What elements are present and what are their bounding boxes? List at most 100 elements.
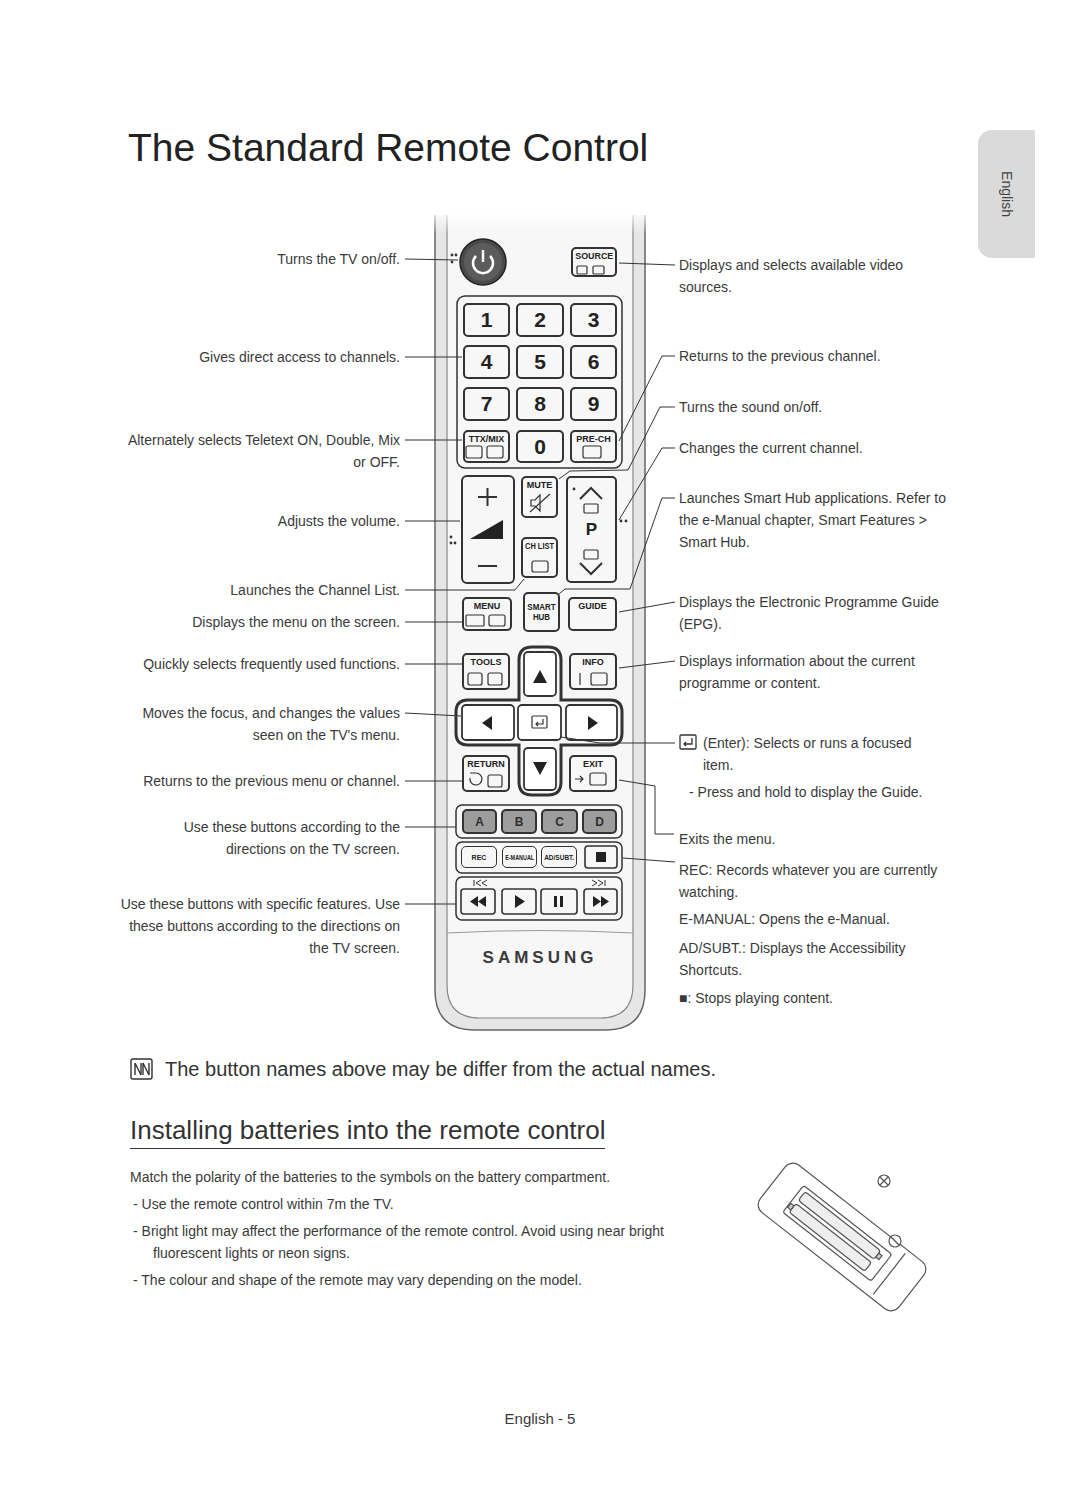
button-icons (530, 494, 550, 512)
button-label: INFO (582, 657, 604, 668)
battery-illustration (878, 1175, 890, 1187)
enter-icon (680, 735, 696, 749)
playback-buttons (470, 896, 478, 907)
playback-buttons (478, 896, 486, 907)
callout-text: - Press and hold to display the Guide. (689, 781, 922, 803)
button-label: 1 (481, 308, 493, 332)
pad-frames (456, 842, 622, 873)
volume-rocker (470, 520, 503, 539)
button-label: CH LIST (525, 541, 554, 552)
leader-line (405, 622, 462, 623)
button-label: D (595, 815, 604, 829)
language-tab: English (978, 130, 1035, 258)
remote-button: TOOLS (462, 653, 510, 690)
button-label: 7 (481, 392, 493, 416)
body-text: - Bright light may affect the performanc… (133, 1220, 723, 1264)
remote-button: RETURN (462, 755, 510, 792)
callout-text: Changes the current channel. (679, 437, 863, 459)
enter-icon (680, 735, 696, 749)
playback-buttons (593, 896, 601, 907)
leader-line (619, 661, 675, 668)
remote-button: 7 (463, 387, 510, 421)
callout-text: Displays the menu on the screen. (192, 611, 400, 633)
button-label: C (555, 815, 564, 829)
button-label: TTX/MIX (469, 434, 505, 445)
remote-button: AD/SUBT. (541, 846, 577, 868)
leader-line (619, 780, 674, 834)
callout-text: Returns to the previous channel. (679, 345, 881, 367)
remote-button: 5 (516, 345, 564, 379)
navigation-pad (462, 705, 514, 740)
remote-body: SAMSUNGSOURCE123456789TTX/MIX0PRE-CHMUTE… (435, 215, 645, 1030)
leader-line (405, 259, 675, 904)
remote-button: D (582, 809, 617, 834)
body-text: Match the polarity of the batteries to t… (130, 1166, 610, 1188)
volume-rocker (478, 565, 497, 567)
button-label: A (475, 815, 484, 829)
navigation-pad (536, 719, 543, 726)
navigation-pad (524, 748, 556, 790)
remote-button: TTX/MIX (463, 430, 510, 463)
playback-buttons (585, 846, 617, 868)
remote-button: MENU (462, 597, 512, 631)
button-icons (579, 673, 580, 685)
callout-text: Quickly selects frequently used function… (143, 653, 400, 675)
battery-illustration (889, 1235, 901, 1247)
remote-button: 2 (516, 303, 564, 337)
page-title: The Standard Remote Control (128, 124, 648, 172)
pad-frames (456, 877, 622, 920)
channel-arrows (620, 520, 623, 523)
remote-body (447, 931, 633, 934)
remote-button: REC (461, 846, 497, 868)
leader-line (405, 357, 462, 358)
navigation-pad (456, 647, 622, 795)
navigation-pad (456, 647, 622, 795)
remote-button: A (462, 809, 497, 834)
navigation-pad (524, 652, 556, 696)
callout-text: Launches Smart Hub applications. Refer t… (679, 487, 955, 553)
battery-illustration (880, 1177, 888, 1185)
callout-text: Adjusts the volume. (278, 510, 400, 532)
remote-button: MUTE (521, 476, 558, 518)
callout-text: Returns to the previous menu or channel. (143, 770, 400, 792)
button-label: 4 (481, 350, 493, 374)
remote-button: 6 (570, 345, 617, 379)
remote-button: 1 (463, 303, 510, 337)
pad-frames (457, 296, 622, 468)
button-label: 0 (534, 435, 546, 459)
remote-button: B (501, 809, 537, 834)
button-label: 5 (534, 350, 546, 374)
callout-text: Turns the sound on/off. (679, 396, 822, 418)
button-label: REC (472, 853, 487, 862)
power-button (464, 243, 502, 281)
power-button (455, 254, 458, 257)
battery-illustration (891, 1237, 899, 1245)
remote-body (435, 215, 645, 1030)
button-label: SOURCE (575, 251, 613, 262)
leader-line (405, 440, 462, 441)
playback-buttons (554, 896, 557, 907)
button-label: EXIT (583, 759, 603, 770)
leader-line (405, 259, 458, 260)
leader-line (405, 904, 456, 905)
volume-rocker (462, 476, 514, 583)
navigation-pad (588, 716, 598, 730)
callout-text: REC: Records whatever you are currently … (679, 859, 951, 903)
section-heading: Installing batteries into the remote con… (130, 1114, 605, 1149)
remote-button: SOURCE (571, 247, 617, 277)
navigation-pad (482, 716, 492, 730)
volume-rocker (487, 488, 489, 506)
button-icons (466, 446, 482, 458)
button-label: 8 (534, 392, 546, 416)
note-icon (135, 1063, 149, 1075)
enter-icon (684, 738, 692, 746)
remote-button: 8 (516, 387, 564, 421)
channel-arrows (573, 488, 628, 574)
callout-text: (Enter): Selects or runs a focused item. (703, 732, 938, 776)
note-text: The button names above may be differ fro… (165, 1056, 716, 1082)
callout-text: Displays the Electronic Programme Guide … (679, 591, 955, 635)
remote-button: SMART HUB (523, 592, 560, 632)
battery-illustration (789, 1203, 871, 1271)
callout-text: ■: Stops playing content. (679, 987, 833, 1009)
remote-button: P (566, 476, 617, 583)
